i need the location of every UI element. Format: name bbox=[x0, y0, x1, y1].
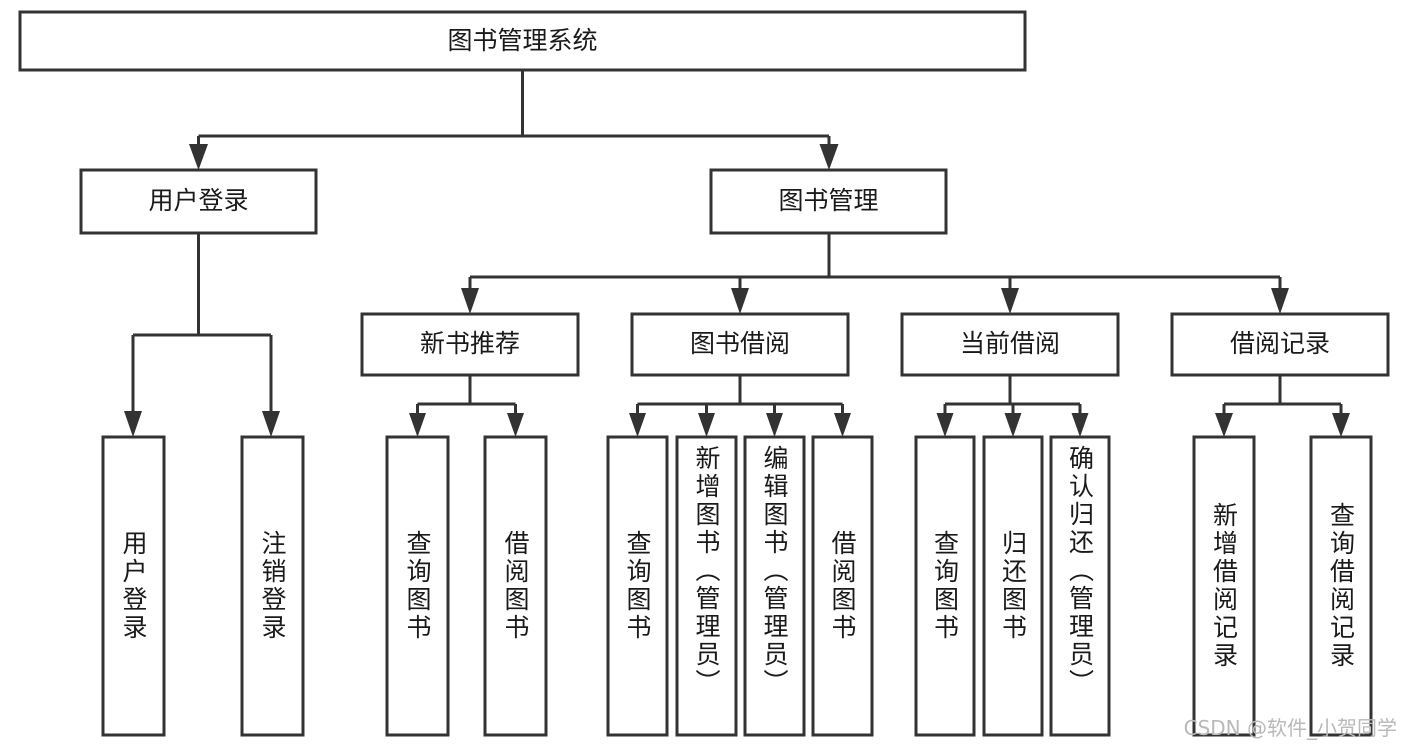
arrow-head-leaf-add-borrow-record bbox=[1215, 413, 1233, 437]
arrow-head-leaf-query-books-recommend bbox=[409, 413, 426, 437]
arrow-head-new-book-recommend bbox=[461, 288, 479, 314]
arrow-head-user-login bbox=[189, 144, 208, 170]
node-box-leaf-query-books-recommend[interactable] bbox=[385, 435, 450, 737]
node-box-leaf-query-books-current[interactable] bbox=[914, 435, 976, 737]
node-box-leaf-edit-book-admin[interactable] bbox=[743, 435, 806, 737]
arrow-head-leaf-borrow-books-recommend bbox=[507, 413, 524, 437]
node-box-leaf-confirm-return-admin[interactable] bbox=[1049, 435, 1111, 737]
arrow-head-book-borrow bbox=[731, 288, 749, 314]
connectors-layer bbox=[124, 70, 1350, 437]
node-box-new-book-recommend[interactable] bbox=[360, 312, 580, 377]
node-label-borrow-record: 借阅记录 bbox=[1230, 329, 1330, 358]
node-box-leaf-borrow-books[interactable] bbox=[811, 435, 874, 737]
arrow-head-leaf-user-login bbox=[124, 411, 142, 437]
node-box-leaf-borrow-books-recommend[interactable] bbox=[483, 435, 548, 737]
arrow-head-leaf-query-books-current bbox=[936, 413, 954, 437]
arrow-head-leaf-confirm-return-admin bbox=[1071, 413, 1089, 437]
nodes-layer: 图书管理系统 用户登录 图书管理 新书推荐 图书借阅 当前借阅 借阅记录 bbox=[18, 10, 1390, 737]
arrow-head-book-management bbox=[819, 144, 839, 170]
node-box-book-borrow[interactable] bbox=[630, 312, 850, 377]
arrow-head-leaf-add-book-admin bbox=[698, 413, 715, 437]
arrow-head-leaf-return-books bbox=[1004, 413, 1022, 437]
csdn-watermark: CSDN @软件_小贺同学 bbox=[1183, 716, 1397, 740]
arrow-head-current-borrow bbox=[1001, 288, 1019, 314]
node-box-book-management[interactable] bbox=[709, 168, 948, 235]
arrow-head-leaf-user-logout bbox=[262, 411, 280, 437]
node-label-current-borrow: 当前借阅 bbox=[960, 329, 1060, 358]
node-box-leaf-query-borrow-record[interactable] bbox=[1309, 435, 1373, 737]
node-label-book-borrow: 图书借阅 bbox=[690, 329, 790, 358]
arrow-head-leaf-query-books-borrow bbox=[629, 413, 646, 437]
arrow-head-leaf-borrow-books bbox=[834, 413, 851, 437]
arrow-head-borrow-record bbox=[1271, 288, 1289, 314]
node-box-borrow-record[interactable] bbox=[1170, 312, 1390, 377]
node-box-leaf-user-login[interactable] bbox=[101, 435, 166, 737]
node-label-new-book-recommend: 新书推荐 bbox=[420, 329, 520, 358]
node-label-book-management: 图书管理 bbox=[778, 186, 878, 215]
node-box-leaf-query-books-borrow[interactable] bbox=[606, 435, 669, 737]
node-box-leaf-add-borrow-record[interactable] bbox=[1192, 435, 1256, 737]
node-box-leaf-return-books[interactable] bbox=[982, 435, 1044, 737]
node-box-leaf-user-logout[interactable] bbox=[240, 435, 305, 737]
arrow-head-leaf-query-borrow-record bbox=[1332, 413, 1350, 437]
node-label-user-login: 用户登录 bbox=[148, 186, 248, 215]
node-label-root: 图书管理系统 bbox=[447, 26, 597, 55]
node-box-leaf-add-book-admin[interactable] bbox=[675, 435, 738, 737]
node-box-root[interactable] bbox=[18, 10, 1027, 72]
node-box-user-login[interactable] bbox=[79, 168, 318, 235]
arrow-head-leaf-edit-book-admin bbox=[766, 413, 783, 437]
node-box-current-borrow[interactable] bbox=[900, 312, 1120, 377]
